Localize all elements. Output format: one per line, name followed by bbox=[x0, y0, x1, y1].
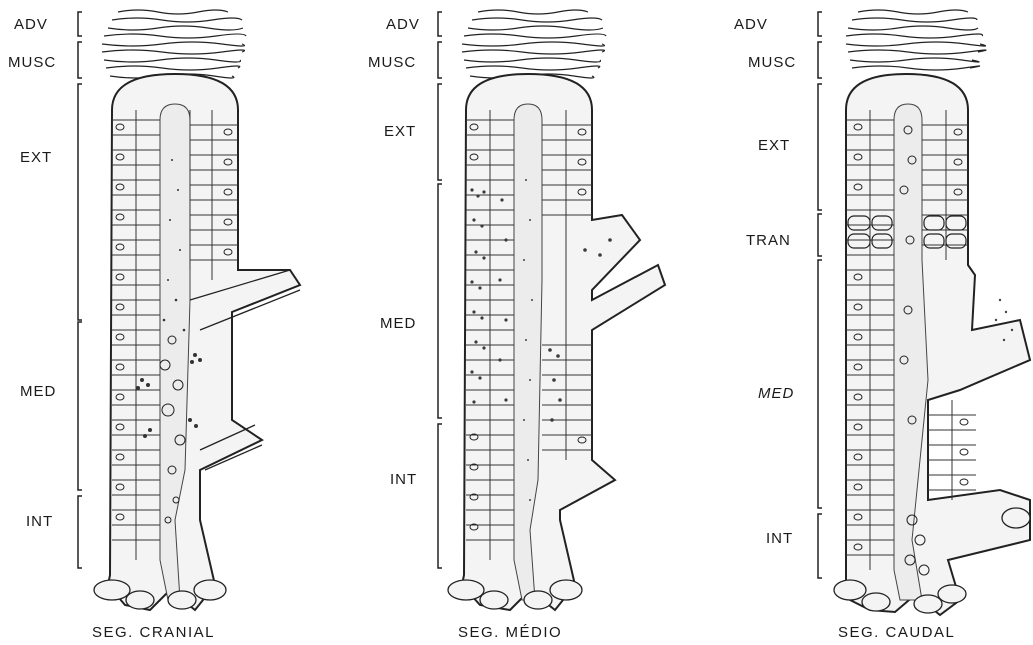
caption-cranial: SEG. CRANIAL bbox=[92, 624, 215, 641]
gland-illustration-cranial bbox=[0, 0, 340, 645]
caption-medio: SEG. MÉDIO bbox=[458, 624, 562, 641]
caption-caudal: SEG. CAUDAL bbox=[838, 624, 955, 641]
panel-medio: ADV MUSC EXT MED INT bbox=[360, 0, 680, 645]
gland-illustration-caudal bbox=[700, 0, 1033, 645]
panel-caudal: ADV MUSC EXT TRAN MED INT bbox=[700, 0, 1033, 645]
panel-cranial: ADV MUSC EXT MED INT bbox=[0, 0, 340, 645]
gland-illustration-medio bbox=[360, 0, 680, 645]
